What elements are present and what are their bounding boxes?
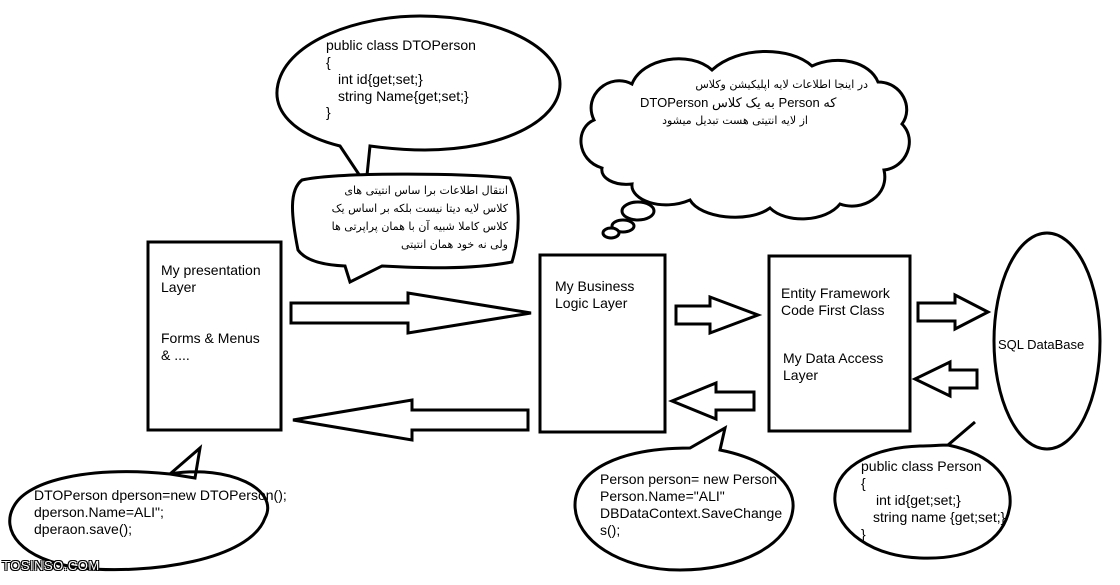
thought-bubble-large — [620, 200, 656, 222]
persian-note-line: انتقال اطلاعات برا ساس انتیتی های — [344, 184, 508, 197]
presentation-code-line: dperson.Name=ALI"; — [34, 504, 164, 520]
watermark: TOSINSO.COM — [2, 558, 100, 573]
persian-note-line: کلاس کاملا شبیه آن با همان پراپرتی ها — [331, 220, 508, 233]
entity-class-line: string name {get;set;} — [873, 509, 1006, 525]
persian-note-line: ولی نه خود همان انتیتی — [401, 238, 508, 251]
arrow-presentation-to-business — [289, 291, 532, 335]
dto-class-line: public class DTOPerson — [326, 37, 476, 53]
data-access-title-2: Layer — [783, 367, 819, 383]
presentation-layer-forms: Forms & Menus — [161, 330, 260, 346]
presentation-layer-title-2: Layer — [161, 279, 197, 295]
presentation-code-line: DTOPerson dperson=new DTOPerson(); — [34, 487, 287, 503]
thought-bubble-small — [601, 226, 621, 240]
data-access-layer-box — [767, 254, 912, 433]
data-access-ef-line: Entity Framework — [781, 285, 890, 301]
thought-cloud — [579, 50, 911, 221]
presentation-layer-box — [146, 240, 283, 432]
arrow-business-to-data-access — [674, 294, 763, 336]
business-code-line: Person person= new Person — [600, 471, 778, 487]
entity-class-speech-bubble — [833, 420, 1012, 560]
entity-class-line: } — [861, 526, 866, 542]
business-code-line: s(); — [600, 522, 621, 538]
presentation-code-line: dperaon.save(); — [34, 521, 133, 537]
entity-class-line: int id{get;set;} — [876, 492, 961, 508]
dto-class-line: } — [326, 104, 331, 120]
arrow-data-access-to-business — [668, 380, 756, 422]
business-code-line: Person.Name="ALI" — [600, 488, 725, 504]
business-layer-box — [538, 253, 667, 434]
business-layer-title: My Business — [555, 278, 635, 294]
thought-note-line: در اینجا اطلاعات لایه اپلیکیشن وکلاس — [695, 78, 868, 91]
entity-class-line: { — [861, 475, 866, 491]
presentation-layer-title: My presentation — [161, 262, 261, 278]
database-label: SQL DataBase — [998, 337, 1085, 352]
database-ellipse — [992, 231, 1102, 451]
data-access-codefirst-line: Code First Class — [781, 302, 885, 318]
arrow-database-to-data-access — [911, 359, 979, 399]
business-layer-title-2: Logic Layer — [555, 295, 628, 311]
thought-note-line: از لایه انتیتی هست تبدیل میشود — [662, 114, 808, 127]
dto-class-speech-bubble — [275, 14, 562, 190]
business-code-speech-bubble — [573, 425, 795, 572]
dto-class-line: int id{get;set;} — [338, 71, 423, 87]
dto-class-line: { — [326, 54, 331, 70]
presentation-code-speech-bubble — [8, 444, 270, 572]
data-access-title: My Data Access — [783, 350, 884, 366]
business-code-line: DBDataContext.SaveChange — [600, 505, 783, 521]
arrow-business-to-presentation — [292, 398, 530, 442]
arrow-data-access-to-database — [916, 292, 992, 332]
persian-note-speech-bubble — [291, 172, 520, 285]
entity-class-line: public class Person — [861, 458, 982, 474]
dto-class-line: string Name{get;set;} — [338, 88, 469, 104]
thought-note-line: DTOPerson به یک کلاس Person که — [640, 95, 837, 110]
presentation-layer-etc: & .... — [161, 347, 190, 363]
persian-note-line: کلاس لایه دیتا نیست بلکه بر اساس یک — [331, 202, 508, 215]
